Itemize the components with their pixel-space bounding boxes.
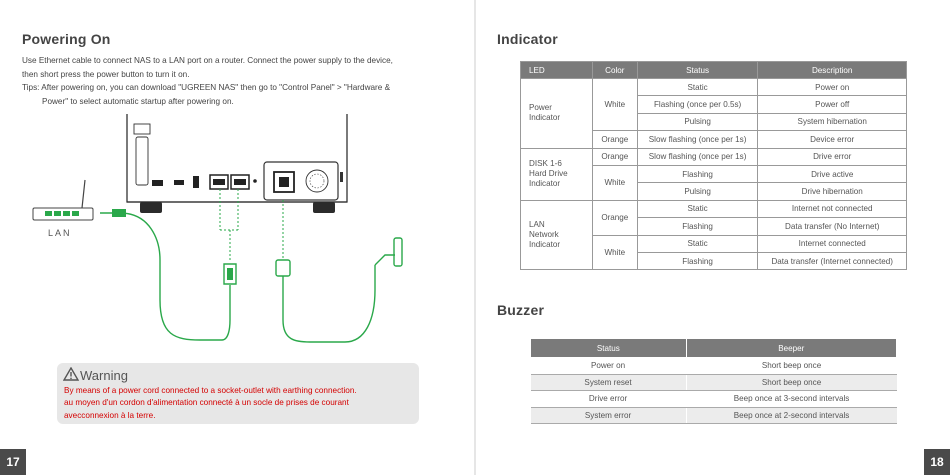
- warning-text: By means of a power cord connected to a …: [64, 385, 357, 422]
- buzzer-status-cell: System reset: [530, 373, 687, 391]
- led-lan-label: LAN Network Indicator: [529, 220, 561, 250]
- color-cell: White: [591, 234, 638, 271]
- status-cell: Flashing: [636, 164, 759, 184]
- wall-plug: [374, 254, 395, 266]
- nas-connection-diagram: LAN: [32, 114, 403, 343]
- status-cell: Pulsing: [636, 182, 759, 201]
- status-cell: Flashing: [636, 217, 759, 236]
- table-row: LAN Network Indicator Orange Static Inte…: [520, 199, 907, 271]
- status-cell: Flashing (once per 0.5s): [636, 95, 759, 114]
- powering-on-instructions: Use Ethernet cable to connect NAS to a L…: [22, 54, 393, 108]
- power-cable: [282, 265, 376, 343]
- description-cell: Data transfer (Internet connected): [757, 251, 907, 271]
- description-cell: Drive error: [757, 147, 907, 166]
- header-color: Color: [591, 61, 638, 79]
- power-cable-plug: [275, 259, 291, 277]
- description-cell: Drive hibernation: [757, 182, 907, 201]
- beeper-cell: Beep once at 2-second intervals: [685, 406, 897, 424]
- warning-box: [57, 363, 419, 424]
- table-row: Drive error Beep once at 3-second interv…: [530, 390, 897, 408]
- table-row: Flashing Data transfer (Internet connect…: [521, 251, 907, 271]
- indicator-header-row: LED Color Status Description: [520, 61, 907, 79]
- color-cell: Orange: [591, 199, 638, 236]
- buzzer-status-cell: Drive error: [530, 390, 687, 408]
- header-buzzer-status: Status: [530, 338, 687, 358]
- header-description: Description: [757, 61, 907, 79]
- buzzer-status-cell: Power on: [530, 357, 687, 375]
- warning-line-2: au moyen d'un cordon d'alimentation conn…: [64, 398, 349, 408]
- description-cell: Internet not connected: [757, 199, 907, 219]
- color-cell: Orange: [591, 147, 638, 166]
- nas-device-rear: [126, 114, 348, 213]
- warning-title: Warning: [80, 368, 128, 383]
- led-disk-label: DISK 1-6 Hard Drive Indicator: [529, 159, 568, 189]
- status-cell: Slow flashing (once per 1s): [636, 130, 759, 149]
- buzzer-status-cell: System error: [530, 406, 687, 424]
- page-number-left: 17: [0, 449, 26, 475]
- color-cell: Orange: [591, 130, 638, 149]
- beeper-cell: Short beep once: [685, 357, 897, 375]
- ethernet-cable: [100, 212, 231, 341]
- tips-line-1: Tips: After powering on, you can downloa…: [22, 83, 391, 92]
- header-beeper: Beeper: [685, 338, 898, 358]
- description-cell: Device error: [757, 130, 907, 149]
- header-status: Status: [636, 61, 759, 79]
- beeper-cell: Short beep once: [685, 373, 897, 391]
- description-cell: Internet connected: [757, 234, 907, 253]
- description-cell: Drive active: [757, 164, 907, 184]
- table-row: System reset Short beep once: [530, 373, 897, 391]
- table-row: Flashing Data transfer (No Internet): [521, 217, 907, 236]
- led-power-label: Power Indicator: [529, 103, 561, 123]
- indicator-table: LED Color Status Description Power Indic…: [520, 61, 907, 271]
- buzzer-table: Status Beeper Power on Short beep once S…: [530, 338, 898, 424]
- indicator-title: Indicator: [497, 31, 558, 47]
- warning-line-3: avecconnexion à la terre.: [64, 410, 156, 420]
- page-number-right: 18: [924, 449, 950, 475]
- buzzer-title: Buzzer: [497, 302, 545, 318]
- status-cell: Slow flashing (once per 1s): [636, 147, 759, 166]
- buzzer-header-row: Status Beeper: [530, 338, 898, 358]
- color-cell: White: [591, 77, 638, 132]
- left-page: Powering On Use Ethernet cable to connec…: [0, 0, 474, 475]
- instruction-line-1: Use Ethernet cable to connect NAS to a L…: [22, 56, 393, 65]
- led-power: Power Indicator: [520, 78, 593, 149]
- table-row: Pulsing Drive hibernation: [521, 182, 907, 201]
- led-lan: LAN Network Indicator: [520, 199, 593, 271]
- table-row: Pulsing System hibernation: [521, 112, 907, 132]
- instruction-line-2: then short press the power button to tur…: [22, 69, 190, 79]
- router-device: [32, 179, 94, 221]
- warning-line-1: By means of a power cord connected to a …: [64, 386, 357, 395]
- tips-line-2: Power" to select automatic startup after…: [42, 96, 234, 106]
- page-gutter: [474, 0, 476, 475]
- table-row: White Static Internet connected: [521, 234, 907, 271]
- status-cell: Static: [636, 234, 759, 253]
- powering-on-title: Powering On: [22, 31, 111, 47]
- table-row: DISK 1-6 Hard Drive Indicator Orange Slo…: [520, 147, 907, 201]
- lan-label: LAN: [48, 228, 72, 238]
- warning-triangle-icon: [63, 367, 79, 381]
- table-row: Power on Short beep once: [530, 357, 897, 375]
- header-led: LED: [520, 61, 593, 79]
- color-cell: White: [591, 164, 638, 201]
- status-cell: Flashing: [636, 251, 759, 271]
- beeper-cell: Beep once at 3-second intervals: [685, 390, 897, 408]
- led-disk: DISK 1-6 Hard Drive Indicator: [520, 147, 593, 201]
- description-cell: Data transfer (No Internet): [757, 217, 907, 236]
- table-row: System error Beep once at 2-second inter…: [530, 406, 897, 424]
- description-cell: Power on: [757, 77, 907, 97]
- description-cell: Power off: [757, 95, 907, 114]
- table-row: Flashing (once per 0.5s) Power off: [521, 95, 907, 114]
- table-row: Power Indicator White Static Power on: [520, 77, 907, 149]
- description-cell: System hibernation: [757, 112, 907, 132]
- status-cell: Static: [636, 77, 759, 97]
- status-cell: Pulsing: [636, 112, 759, 132]
- status-cell: Static: [636, 199, 759, 219]
